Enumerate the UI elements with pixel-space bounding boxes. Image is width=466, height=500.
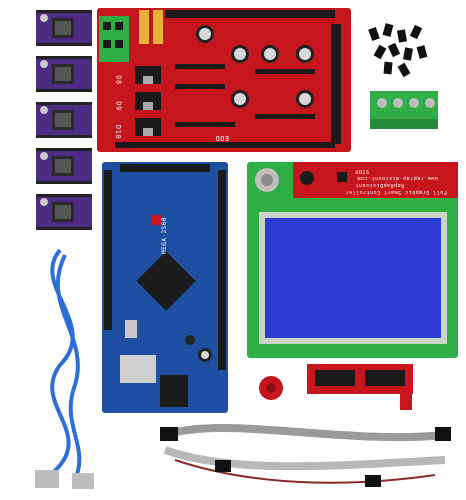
jumper-caps — [360, 20, 440, 80]
stepper-driver-3 — [36, 102, 92, 138]
rotary-knob — [258, 375, 284, 401]
mega-label: MEGA 2560 — [161, 216, 169, 255]
stepper-drivers-illustration — [36, 10, 92, 230]
stepper-driver-2 — [36, 56, 92, 92]
pin-label-d10: D10 — [114, 124, 123, 140]
lcd-url: www.reprap-discount.com — [357, 175, 438, 181]
screw-terminal — [368, 85, 440, 131]
lcd-subtitle: RepRapDiscount — [355, 182, 405, 188]
lcd-controller: STOP www.reprap-discount.com RepRapDisco… — [245, 160, 460, 360]
pin-label-d8: D8 — [114, 75, 123, 85]
pin-label-d9: D9 — [114, 101, 123, 111]
screw-terminal-illustration — [370, 91, 438, 129]
ribbon-cables-illustration — [160, 424, 451, 487]
mega-board-illustration — [102, 162, 228, 413]
ramps-bottom-label: EOD — [215, 134, 230, 142]
stepper-driver-column — [30, 8, 100, 238]
usb-cable — [20, 245, 110, 495]
adapter-board-illustration — [307, 364, 413, 410]
ramps-shield-illustration — [97, 8, 351, 152]
stepper-driver-1 — [36, 10, 92, 46]
usb-cable-illustration — [35, 248, 94, 489]
stepper-driver-4 — [36, 148, 92, 184]
lcd-controller-illustration — [247, 162, 458, 358]
lcd-title: Full Graphic Smart Controller — [345, 189, 447, 195]
adapter-board — [305, 362, 415, 412]
lcd-stop-label: STOP — [355, 168, 370, 174]
ramps-shield: D8 D9 D10 EOD — [95, 4, 355, 154]
jumper-caps-illustration — [368, 23, 428, 78]
mega-board: MEGA 2560 — [100, 160, 230, 415]
ribbon-cables — [145, 405, 455, 495]
rotary-knob-illustration — [259, 376, 283, 400]
stepper-driver-5 — [36, 194, 92, 230]
